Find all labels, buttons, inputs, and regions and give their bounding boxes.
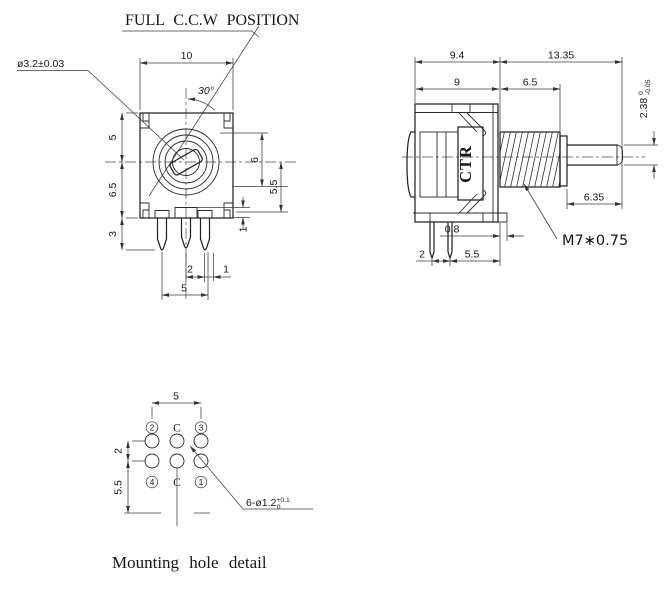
mounting-hole-detail: 5 2 C 3 4 C 1 bbox=[112, 391, 313, 572]
side-top-dim-lines bbox=[414, 57, 623, 209]
flat-height-value: 2.38 bbox=[638, 98, 650, 119]
mounting-detail-caption: Mounting hole detail bbox=[112, 553, 267, 572]
dim-side-body-inner: 9 bbox=[454, 77, 460, 89]
pin-label-2: 2 bbox=[150, 423, 155, 433]
dim-front-pin-pitch: 2 bbox=[187, 264, 193, 276]
angle-arc bbox=[187, 97, 215, 111]
dim-row-to-base: 5.5 bbox=[113, 480, 125, 495]
pin-label-4: 4 bbox=[150, 477, 155, 487]
dim-hole-span: 5 bbox=[173, 391, 179, 403]
foot-offset-dim-lines bbox=[440, 223, 524, 266]
shaft-diameter-note: ø3.2±0.03 bbox=[17, 58, 64, 70]
dim-front-pin-span: 5 bbox=[181, 283, 187, 295]
dim-side-overall-length: 13.35 bbox=[548, 50, 574, 62]
dim-front-step: 1 bbox=[238, 226, 250, 232]
dim-front-pin-length: 3 bbox=[107, 231, 119, 237]
flat-height-tol-lower: -0.05 bbox=[645, 79, 652, 95]
pin-label-1: 1 bbox=[199, 477, 204, 487]
dim-side-body-depth: 9.4 bbox=[450, 50, 465, 62]
dim-front-right-inner: 6 bbox=[249, 157, 261, 163]
angle-dimension: 30° bbox=[198, 85, 214, 97]
ctr-marking: CTR bbox=[456, 145, 475, 183]
threaded-bushing bbox=[499, 131, 568, 188]
dim-foot-offset: 0.8 bbox=[445, 224, 460, 236]
front-body-outline bbox=[139, 112, 234, 219]
pin-label-3: 3 bbox=[199, 423, 204, 433]
flat-height-dim-lines bbox=[624, 131, 658, 179]
detail-base-lines bbox=[124, 468, 210, 526]
full-ccw-position-label: FULL C.C.W POSITION bbox=[125, 12, 300, 29]
side-view: 9.4 13.35 9 6.5 bbox=[402, 50, 658, 266]
thread-spec-leader bbox=[523, 183, 558, 240]
dim-front-left-upper: 5 bbox=[107, 134, 119, 140]
dim-row-pitch: 2 bbox=[113, 448, 125, 454]
detail-left-dim-lines bbox=[126, 440, 146, 514]
front-width-dim-lines bbox=[139, 58, 234, 110]
dim-front-pin-edge: 1 bbox=[223, 264, 229, 276]
dim-shaft-flat-height: 2.38 0 -0.05 bbox=[638, 79, 652, 118]
flat-height-tol-upper: 0 bbox=[638, 91, 645, 95]
front-right-dim-lines bbox=[197, 132, 288, 228]
dim-front-width: 10 bbox=[181, 50, 193, 62]
shaft bbox=[567, 144, 623, 166]
side-bottom-dim-lines bbox=[416, 258, 501, 266]
front-rotor-circles bbox=[152, 128, 220, 196]
dim-flat-length: 6.35 bbox=[584, 192, 605, 204]
dim-side-thread-length: 6.5 bbox=[523, 77, 538, 89]
shaft-diameter-leader bbox=[17, 70, 185, 161]
dim-side-pin-pitch: 2 bbox=[419, 249, 425, 261]
flat-length-dim-lines bbox=[566, 189, 623, 209]
side-body-outline bbox=[406, 103, 508, 223]
pin-label-c-top: C bbox=[173, 423, 181, 435]
dim-front-left-lower: 6.5 bbox=[107, 183, 119, 198]
hole-span-dim-lines bbox=[151, 401, 202, 419]
thread-spec-label: M7∗0.75 bbox=[562, 233, 628, 249]
dim-front-right-outer: 5.5 bbox=[268, 180, 280, 195]
pin-labels-row1: 2 C 3 bbox=[145, 421, 208, 435]
front-bottom-dim-lines bbox=[161, 252, 231, 300]
mounting-holes bbox=[144, 433, 209, 469]
pin-labels-row2: 4 C 1 bbox=[145, 475, 208, 489]
front-view: FULL C.C.W POSITION ø3.2±0.03 30° 10 bbox=[17, 12, 300, 300]
front-terminals bbox=[154, 207, 213, 251]
hole-note-leader bbox=[189, 445, 313, 510]
front-left-dim-lines bbox=[120, 112, 155, 251]
full-ccw-leader-line bbox=[122, 25, 260, 197]
dim-side-pin-to-face: 5.5 bbox=[465, 249, 480, 261]
